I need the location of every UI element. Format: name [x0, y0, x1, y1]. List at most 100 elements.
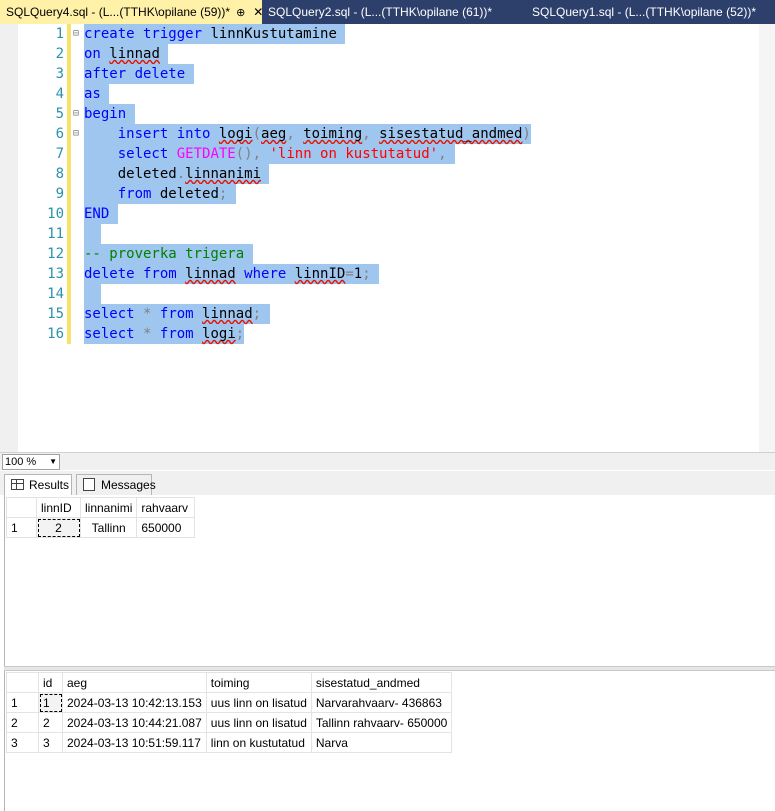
code-text: insert into logi(aeg, toiming, sisestatu… [84, 124, 531, 144]
change-marker [67, 124, 71, 144]
change-marker [67, 244, 71, 264]
code-line: 16 select * from logi; [18, 324, 718, 344]
tab-results[interactable]: Results [4, 474, 72, 495]
chevron-down-icon: ▼ [49, 457, 57, 466]
collapse-icon[interactable]: ⊟ [73, 28, 80, 39]
tab-messages[interactable]: Messages [76, 474, 156, 495]
result-tabs: Results Messages [0, 471, 775, 495]
zoom-value: 100 % [5, 456, 37, 468]
table-row[interactable]: 3 3 2024-03-13 10:51:59.117 linn on kust… [6, 732, 453, 753]
change-marker [67, 164, 71, 184]
line-number: 2 [55, 46, 64, 62]
row-header-corner [6, 672, 39, 693]
tab-sqlquery4[interactable]: SQLQuery4.sql - (L...(TTHK\opilane (59))… [0, 0, 264, 24]
document-tabstrip: SQLQuery4.sql - (L...(TTHK\opilane (59))… [0, 0, 775, 24]
code-text: as [84, 84, 110, 104]
line-number: 8 [55, 166, 64, 182]
row-number[interactable]: 3 [6, 732, 39, 753]
change-marker [67, 304, 71, 324]
column-header[interactable]: linnanimi [79, 497, 138, 518]
line-number: 6 [55, 126, 64, 142]
grid-cell[interactable]: Tallinn rahvaarv- 650000 [310, 712, 453, 733]
zoom-select[interactable]: 100 % ▼ [2, 454, 60, 470]
column-header[interactable]: toiming [205, 672, 312, 693]
code-text: on linnad [84, 44, 169, 64]
grid-cell[interactable]: Tallinn [79, 517, 138, 538]
grid-cell[interactable]: 2 [38, 712, 63, 733]
code-line: 3 after delete [18, 64, 718, 84]
code-line: 13 delete from linnad where linnID=1; [18, 264, 718, 284]
results-grid-linnad[interactable]: linnID linnanimi rahvaarv 1 2 Tallinn 65… [6, 497, 196, 538]
change-marker [67, 224, 71, 244]
code-line: 11 [18, 224, 718, 244]
change-marker [67, 284, 71, 304]
pin-icon[interactable]: ⊕ [236, 7, 246, 19]
grid-icon [11, 479, 24, 490]
grid-cell[interactable]: 2024-03-13 10:44:21.087 [62, 712, 207, 733]
sql-editor[interactable]: 1 ⊟ create trigger linnKustutamine 2 on … [0, 24, 775, 452]
collapse-icon[interactable]: ⊟ [73, 128, 80, 139]
grid-cell[interactable]: 2024-03-13 10:42:13.153 [62, 692, 207, 713]
table-row[interactable]: 1 1 2024-03-13 10:42:13.153 uus linn on … [6, 692, 453, 713]
grid-cell[interactable]: Narvarahvaarv- 436863 [310, 692, 453, 713]
code-text: select GETDATE(), 'linn on kustutatud', [84, 144, 455, 164]
grid-cell[interactable]: 3 [38, 732, 63, 753]
row-number[interactable]: 1 [6, 692, 39, 713]
zoom-bar: 100 % ▼ [0, 452, 775, 470]
messages-icon [83, 478, 95, 491]
code-text: from deleted; [84, 184, 236, 204]
grid-cell[interactable]: Narva [310, 732, 453, 753]
tab-sqlquery1[interactable]: SQLQuery1.sql - (L...(TTHK\opilane (52))… [528, 0, 775, 24]
line-number: 1 [55, 26, 64, 42]
grid-cell[interactable]: linn on kustutatud [205, 732, 312, 753]
grid-cell[interactable]: 650000 [136, 517, 196, 538]
change-marker [67, 324, 71, 344]
code-text [84, 224, 101, 244]
collapse-icon[interactable]: ⊟ [73, 108, 80, 119]
line-number: 14 [47, 286, 64, 302]
change-marker [67, 84, 71, 104]
change-marker [67, 104, 71, 124]
table-row[interactable]: 2 2 2024-03-13 10:44:21.087 uus linn on … [6, 712, 453, 733]
code-line: 12 -- proverka trigera [18, 244, 718, 264]
column-header[interactable]: aeg [62, 672, 207, 693]
tab-sqlquery2[interactable]: SQLQuery2.sql - (L...(TTHK\opilane (61))… [262, 0, 528, 24]
code-text: begin [84, 104, 135, 124]
line-number: 16 [47, 326, 64, 342]
tab-results-label: Results [29, 478, 70, 492]
grid-cell[interactable]: uus linn on lisatud [205, 692, 312, 713]
grid-cell[interactable]: 1 [38, 692, 63, 713]
line-number: 4 [55, 86, 64, 102]
change-marker [67, 204, 71, 224]
editor-scrollbar[interactable] [759, 24, 775, 452]
line-number: 12 [47, 246, 64, 262]
code-line: 7 select GETDATE(), 'linn on kustutatud'… [18, 144, 718, 164]
grid-cell[interactable]: 2024-03-13 10:51:59.117 [62, 732, 207, 753]
code-text: deleted.linnanimi [84, 164, 270, 184]
line-number: 7 [55, 146, 64, 162]
change-marker [67, 24, 71, 44]
row-number[interactable]: 2 [6, 712, 39, 733]
column-header[interactable]: id [38, 672, 63, 693]
line-number: 9 [55, 186, 64, 202]
row-number[interactable]: 1 [6, 517, 37, 538]
code-line: 6 ⊟ insert into logi(aeg, toiming, sises… [18, 124, 718, 144]
column-header[interactable]: linnID [36, 497, 81, 518]
close-icon[interactable]: ✕ [253, 5, 264, 19]
code-text: delete from linnad where linnID=1; [84, 264, 380, 284]
line-number: 3 [55, 66, 64, 82]
editor-margin [0, 24, 18, 452]
results-grid-logi[interactable]: id aeg toiming sisestatud_andmed 1 1 202… [6, 672, 453, 753]
column-header[interactable]: rahvaarv [136, 497, 196, 518]
grid-cell[interactable]: uus linn on lisatud [205, 712, 312, 733]
change-marker [67, 44, 71, 64]
line-number: 11 [47, 226, 64, 242]
line-number: 5 [55, 106, 64, 122]
grid-cell[interactable]: 2 [36, 517, 81, 538]
results-pane [4, 495, 775, 811]
code-line: 8 deleted.linnanimi [18, 164, 718, 184]
tab-label: SQLQuery4.sql - (L...(TTHK\opilane (59))… [6, 5, 231, 19]
column-header[interactable]: sisestatud_andmed [310, 672, 453, 693]
results-splitter[interactable] [4, 666, 775, 671]
table-row[interactable]: 1 2 Tallinn 650000 [6, 517, 196, 538]
